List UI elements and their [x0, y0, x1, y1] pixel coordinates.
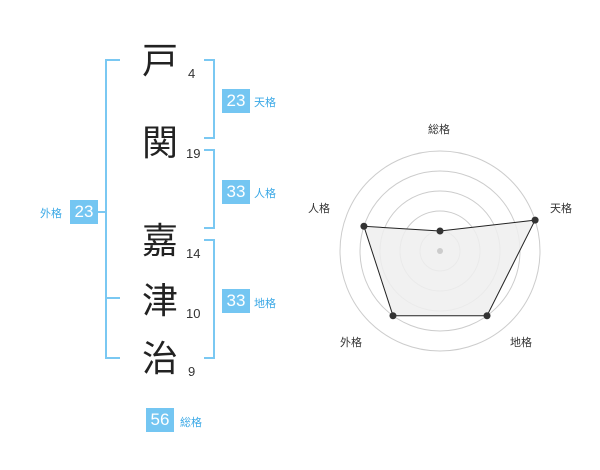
chikaku-score: 33 — [222, 289, 250, 313]
chikaku-bracket — [204, 239, 215, 359]
radar-point-3 — [483, 312, 491, 320]
name-char-2: 関 — [141, 123, 178, 164]
gaikaku-label: 外格 — [40, 207, 62, 220]
radar-label-soukaku: 総格 — [428, 123, 450, 136]
radar-label-gaikaku: 外格 — [340, 336, 362, 349]
radar-point-5 — [360, 222, 368, 230]
tenkaku-score: 23 — [222, 89, 250, 113]
name-char-1: 戸 — [141, 41, 178, 82]
tenkaku-label: 天格 — [254, 96, 276, 109]
stroke-count-3: 14 — [186, 246, 201, 261]
stroke-count-5: 9 — [188, 364, 196, 379]
name-char-3: 嘉 — [141, 221, 178, 262]
radar-area — [363, 219, 536, 317]
stroke-count-1: 4 — [188, 66, 196, 81]
gaikaku-score: 23 — [70, 200, 98, 224]
soukaku-score: 56 — [146, 408, 174, 432]
soukaku-label: 総格 — [180, 416, 202, 429]
jinkaku-score: 33 — [222, 180, 250, 204]
stroke-count-4: 10 — [186, 306, 201, 321]
radar-point-4 — [389, 312, 397, 320]
radar-center-dot — [437, 248, 443, 254]
name-char-4: 津 — [141, 281, 178, 322]
name-char-5: 治 — [141, 339, 178, 380]
radar-label-tenkaku: 天格 — [550, 202, 572, 215]
chikaku-label: 地格 — [254, 297, 276, 310]
radar-point-2 — [531, 216, 539, 224]
gaikaku-bracket — [105, 59, 120, 359]
radar-label-jinkaku: 人格 — [308, 202, 330, 215]
tenkaku-bracket — [204, 59, 215, 139]
jinkaku-bracket — [204, 149, 215, 229]
radar-label-chikaku: 地格 — [510, 336, 532, 349]
radar-grid-ring — [339, 150, 541, 352]
stroke-count-2: 19 — [186, 146, 201, 161]
jinkaku-label: 人格 — [254, 187, 276, 200]
radar-point-1 — [436, 227, 444, 235]
